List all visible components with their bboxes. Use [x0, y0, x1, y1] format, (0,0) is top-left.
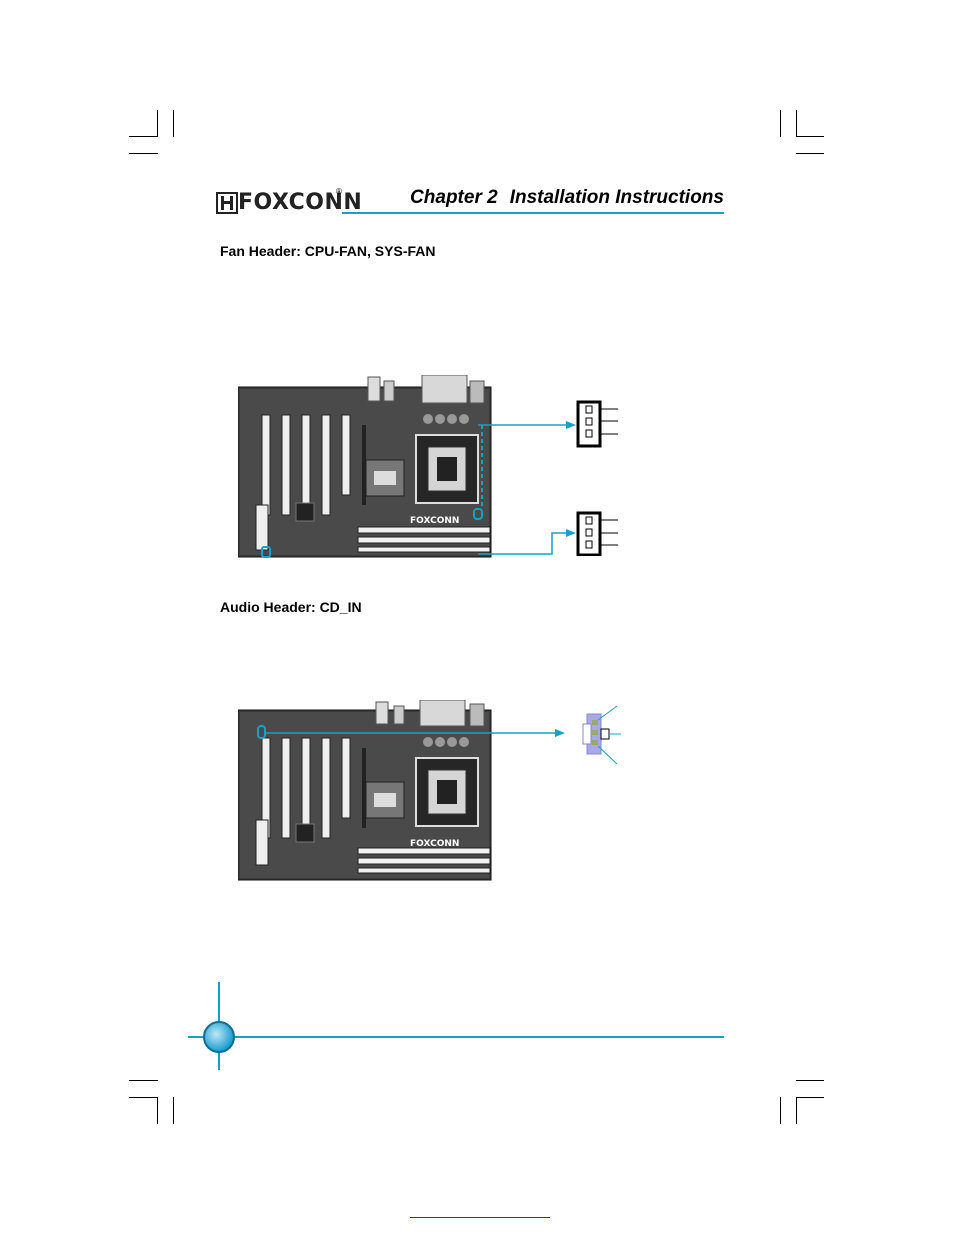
chapter-label: Chapter 2: [410, 187, 498, 208]
cd-in-connector-diagram: [265, 705, 621, 765]
crop-mark: [796, 1097, 824, 1098]
logo-wordmark: FOXCONN: [238, 190, 363, 215]
crop-mark: [157, 110, 158, 137]
cpu-fan-connector-diagram: [478, 400, 618, 556]
crop-mark: [780, 1097, 781, 1124]
crop-mark: [157, 1097, 158, 1124]
crop-mark: [129, 1080, 158, 1081]
chapter-title: Installation Instructions: [509, 187, 724, 208]
motherboard-image-audio: FOXCONN: [238, 700, 492, 881]
board-silkscreen-label: FOXCONN: [410, 516, 459, 526]
motherboard-image-fan: FOXCONN: [238, 375, 492, 558]
crop-mark: [796, 1080, 824, 1081]
crop-mark: [796, 153, 824, 154]
section-title-audio-header: Audio Header: CD_IN: [220, 599, 362, 615]
crop-mark: [129, 1097, 158, 1098]
logo-registered-mark: ®: [336, 187, 342, 196]
crop-mark: [173, 1097, 174, 1124]
crop-mark: [129, 136, 158, 137]
page-header-title: Chapter 2 Installation Instructions: [380, 187, 724, 209]
crop-mark: [796, 136, 824, 137]
footer-rule: [188, 1036, 724, 1038]
crop-mark: [796, 1097, 797, 1124]
board-silkscreen-label: FOXCONN: [410, 839, 459, 849]
page-number-circle-icon: [203, 1021, 235, 1053]
crop-mark: [780, 110, 781, 137]
crop-mark: [173, 110, 174, 137]
foxconn-logo: FOXCONN ®: [216, 187, 362, 216]
footer-link-underline[interactable]: [410, 1217, 550, 1218]
crop-mark: [796, 110, 797, 137]
header-rule: [342, 212, 724, 214]
section-title-fan-header: Fan Header: CPU-FAN, SYS-FAN: [220, 243, 436, 259]
crop-mark: [129, 153, 158, 154]
